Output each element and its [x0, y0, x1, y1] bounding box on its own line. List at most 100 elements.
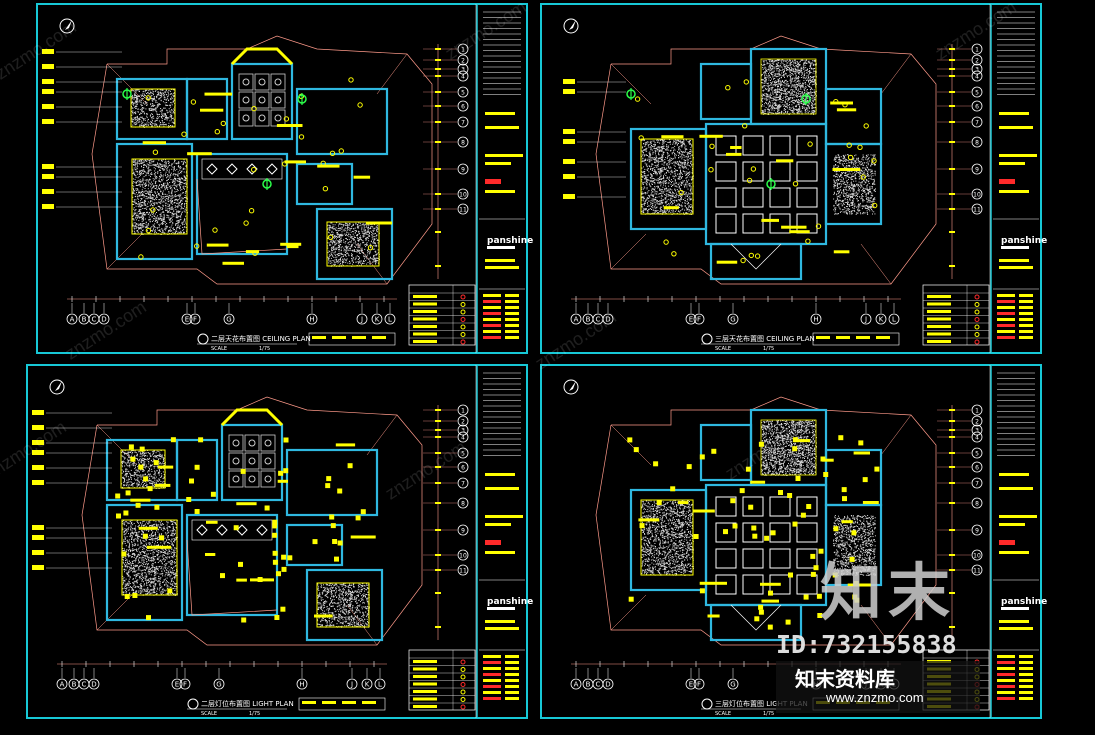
title-block-note: [999, 473, 1029, 476]
room-note: [730, 146, 742, 149]
grid-number: 9: [975, 528, 979, 535]
light-fixture: [813, 565, 819, 571]
grid-number: 3: [461, 67, 465, 74]
title-block-entry: [997, 679, 1015, 682]
ceiling-fixture: [807, 141, 813, 147]
dimension-tick: [435, 482, 441, 484]
beam-coffer: [742, 187, 764, 208]
callouts: [42, 49, 122, 209]
title-block-note: [999, 551, 1029, 554]
wall: [315, 207, 394, 281]
dimension-tick: [949, 59, 955, 61]
approval-entry: [322, 701, 336, 704]
light-fixture: [699, 454, 705, 460]
scale-label: SCALE: [211, 346, 227, 352]
grid-bubble: [457, 188, 469, 200]
roof-outline: [81, 396, 423, 646]
callout-label: [563, 159, 575, 164]
coffer: [244, 434, 260, 452]
beam-coffer: [769, 522, 791, 543]
title-block-entry: [997, 691, 1015, 694]
dimension-tick: [435, 91, 441, 93]
callout-label: [563, 194, 575, 199]
grid-bubble: [971, 86, 983, 98]
sheet-frame: [36, 3, 528, 354]
title-block-note: [999, 627, 1033, 630]
ceiling-fixture: [663, 239, 669, 245]
ceiling-panel: [326, 221, 380, 267]
title-block-entry: [1019, 697, 1033, 700]
ceiling-fixture: [181, 131, 187, 137]
title-block-entry: [997, 324, 1015, 327]
ceiling-fixture: [860, 174, 866, 180]
legend-label: [927, 332, 951, 336]
coffer: [270, 109, 286, 127]
light-fixture: [628, 596, 634, 602]
beam-coffer: [769, 161, 791, 182]
dimension-tick: [949, 68, 955, 70]
light-fixture: [739, 488, 745, 494]
stone-pattern: [761, 420, 817, 476]
coffer: [270, 73, 286, 91]
wall: [185, 77, 229, 141]
room-note: [707, 614, 720, 618]
room-note: [797, 439, 811, 443]
light-fixture: [854, 597, 860, 603]
light-fixture: [272, 523, 278, 529]
grid-number: 6: [461, 104, 465, 111]
light-fixture: [347, 463, 353, 469]
title-block-note: [485, 523, 511, 526]
title-block-note: [999, 162, 1025, 165]
wall: [704, 483, 828, 607]
scale-label: SCALE: [715, 711, 731, 717]
light-fixture: [283, 468, 289, 474]
callout-label: [32, 535, 44, 540]
light-fixture: [816, 593, 822, 599]
room-note: [789, 230, 810, 234]
roof-hip: [610, 424, 652, 466]
room-note: [832, 168, 861, 171]
light-fixture: [639, 523, 645, 529]
grid-letter: D: [91, 681, 96, 689]
roof-hip: [106, 63, 148, 105]
light-fixture: [280, 606, 286, 612]
legend-symbol: [974, 309, 980, 315]
grid-letter: K: [375, 316, 380, 324]
ceiling-panel: [760, 58, 817, 115]
grid-letter: E: [689, 316, 693, 324]
light-fixture: [287, 555, 293, 561]
grid-bubble: [971, 447, 983, 459]
title-block-entry: [1019, 667, 1033, 670]
light-fixture: [748, 504, 754, 510]
title-block-entry: [997, 306, 1015, 309]
light-fixture: [334, 556, 339, 562]
grid-number: 5: [461, 90, 465, 97]
title-block-entry: [505, 330, 519, 333]
bay-window: [230, 47, 294, 66]
dimension-tick: [949, 466, 955, 468]
coffer-medallion: [242, 78, 250, 86]
room-note: [350, 535, 376, 539]
grid-bubble: [189, 313, 201, 325]
coffer-medallion: [248, 475, 256, 483]
room-note: [750, 480, 766, 484]
room-note: [187, 152, 212, 156]
callout-label: [563, 79, 575, 84]
title-block-note: [485, 473, 515, 476]
grid-bubble: [457, 524, 469, 536]
light-fixture: [862, 477, 868, 483]
legend-symbol: [460, 674, 466, 680]
grid-letter: H: [299, 681, 304, 689]
room-note: [366, 221, 393, 225]
room-note: [836, 108, 857, 112]
grid-letter: B: [586, 681, 591, 689]
brand-logo: panshine: [1001, 597, 1047, 607]
callout-label: [42, 104, 54, 109]
room-note: [822, 458, 834, 462]
legend-label: [413, 690, 437, 693]
room-note: [286, 245, 299, 249]
light-fixture: [787, 493, 793, 498]
wall: [285, 523, 344, 567]
light-fixture: [132, 593, 138, 598]
